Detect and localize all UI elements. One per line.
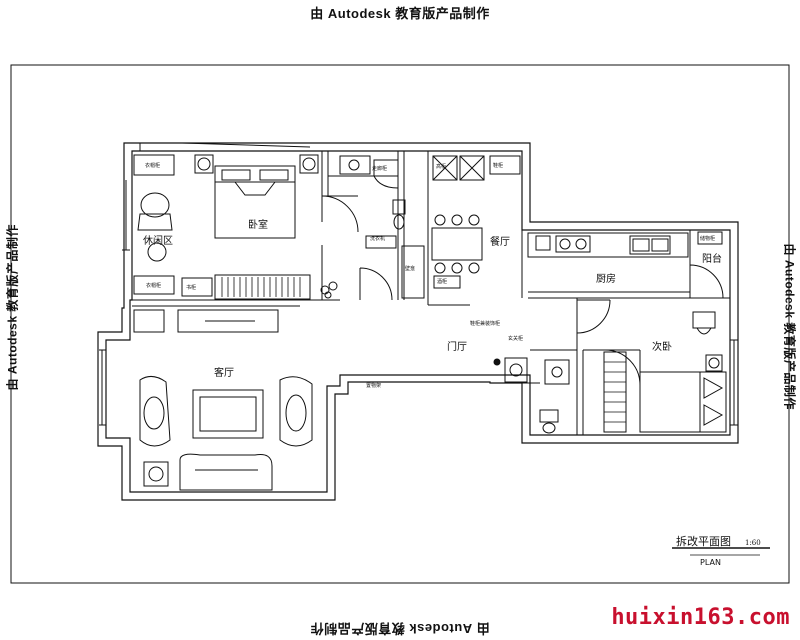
title-block: 拆改平面图 1:60 PLAN	[672, 534, 770, 567]
dining-furniture	[431, 155, 521, 289]
label-niche: 壁龛	[405, 265, 415, 272]
label-corridor-cabinet: 走廊柜	[372, 165, 387, 172]
autodesk-stamp-top: 由 Autodesk 教育版产品制作	[310, 6, 490, 21]
windows	[99, 142, 738, 426]
bathroom-fixtures	[339, 155, 425, 299]
drawing-frame	[10, 64, 790, 584]
kitchen-fixtures	[527, 231, 723, 258]
room-label-leisure: 休闲区	[143, 234, 173, 247]
foyer-bath-fixtures	[493, 357, 570, 434]
interior-walls	[132, 151, 730, 435]
label-bookcase: 书柜	[186, 284, 196, 291]
master-bedroom-furniture	[133, 154, 338, 300]
room-label-living: 客厅	[214, 366, 234, 379]
label-storage: 储物柜	[700, 235, 715, 242]
label-wardrobe-a: 衣帽柜	[145, 162, 160, 169]
title-scale: 1:60	[745, 539, 761, 547]
label-display-cabinet: 酒柜	[437, 278, 447, 285]
label-washstand: 洗衣机	[370, 235, 385, 242]
room-label-dining: 餐厅	[490, 235, 510, 248]
site-watermark: huixin163.com	[611, 605, 790, 630]
room-label-second-bedroom: 次卧	[652, 340, 672, 353]
label-foyer-note: 玄关柜	[508, 335, 523, 342]
living-room-furniture	[133, 309, 313, 491]
label-wardrobe-b: 衣帽柜	[146, 282, 161, 289]
label-tall-cabinet: 高柜	[436, 163, 446, 170]
label-entrance-note: 鞋柜兼装饰柜	[470, 320, 500, 327]
exterior-walls	[97, 142, 739, 501]
label-shoe-cabinet: 鞋柜	[493, 162, 503, 169]
second-bedroom-furniture	[603, 311, 727, 433]
room-label-balcony: 阳台	[702, 252, 722, 265]
title-text: 拆改平面图	[676, 534, 731, 548]
room-label-foyer: 门厅	[447, 340, 467, 353]
title-subtitle: PLAN	[700, 558, 721, 567]
room-label-kitchen: 厨房	[596, 272, 616, 285]
label-shelf: 置物架	[366, 382, 381, 389]
room-label-master-bedroom: 卧室	[248, 218, 268, 231]
